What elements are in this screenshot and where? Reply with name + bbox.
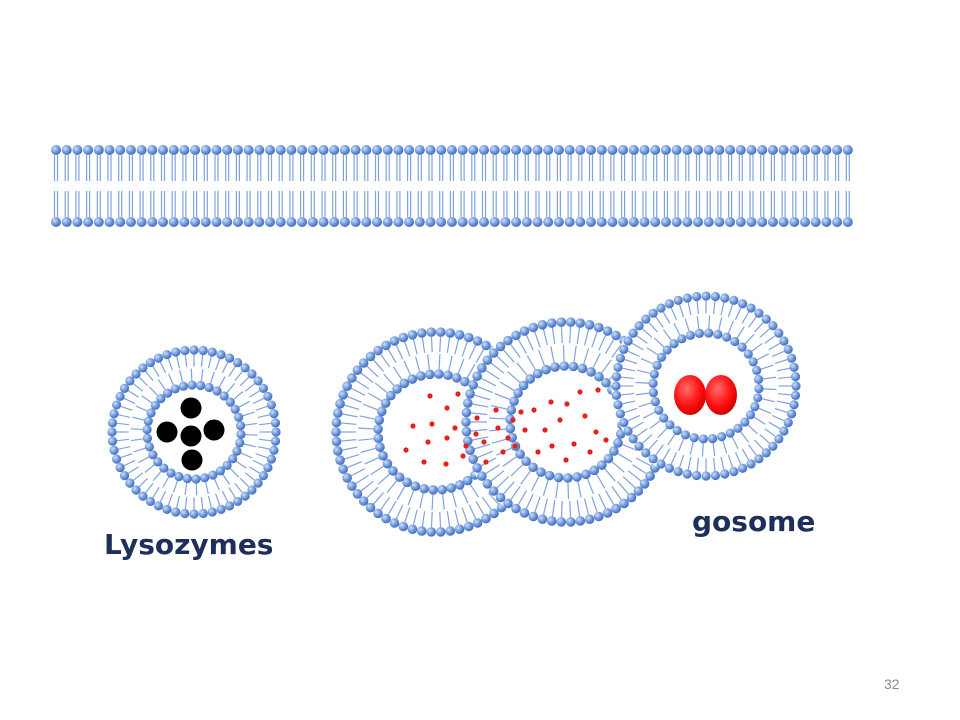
dissolved-particle xyxy=(474,415,480,421)
dissolved-particle xyxy=(564,401,570,407)
dissolved-particle xyxy=(535,449,541,455)
lysozyme-dot xyxy=(180,425,202,447)
dissolved-particle xyxy=(577,389,583,395)
dissolved-particle xyxy=(557,417,563,423)
dissolved-particle xyxy=(429,421,435,427)
phagosome-vesicle xyxy=(611,291,801,481)
bacterium-cell-left xyxy=(674,375,706,415)
dissolved-particle xyxy=(452,425,458,431)
dissolved-particle xyxy=(603,437,609,443)
bacterium-icon xyxy=(674,375,737,415)
lysozyme-dot xyxy=(203,419,225,441)
dissolved-particle xyxy=(505,435,511,441)
lysozymes-label: Lysozymes xyxy=(104,528,274,561)
dissolved-particle xyxy=(518,409,524,415)
dissolved-particle xyxy=(587,449,593,455)
dissolved-particle xyxy=(542,427,548,433)
dissolved-particle xyxy=(571,441,577,447)
dissolved-particle xyxy=(522,427,528,433)
dissolved-particle xyxy=(473,431,479,437)
dissolved-particle xyxy=(595,387,601,393)
dissolved-particle xyxy=(425,439,431,445)
lysozyme-dot xyxy=(180,397,202,419)
dissolved-particle xyxy=(512,443,518,449)
dissolved-particle xyxy=(443,461,449,467)
dissolved-particle xyxy=(549,443,555,449)
dissolved-particle xyxy=(460,453,466,459)
dissolved-particle xyxy=(593,429,599,435)
dissolved-particle xyxy=(495,425,501,431)
dissolved-particle xyxy=(410,423,416,429)
lysozyme-dot xyxy=(156,421,178,443)
dissolved-particle xyxy=(481,439,487,445)
dissolved-particle xyxy=(463,443,469,449)
lysozyme-dots xyxy=(156,397,225,471)
dissolved-particle xyxy=(455,391,461,397)
slide-number: 32 xyxy=(884,676,900,692)
bacterium-cell-right xyxy=(705,375,737,415)
dissolved-particle xyxy=(510,417,516,423)
dissolved-particle xyxy=(500,449,506,455)
dissolved-particle xyxy=(563,457,569,463)
dissolved-particle xyxy=(444,435,450,441)
dissolved-particle xyxy=(582,413,588,419)
dissolved-particle xyxy=(403,447,409,453)
lysozyme-dot xyxy=(181,449,203,471)
dissolved-particle xyxy=(427,393,433,399)
plasma-membrane-bilayer xyxy=(51,145,853,227)
dissolved-particle xyxy=(493,407,499,413)
dissolved-particle xyxy=(531,407,537,413)
dissolved-particle xyxy=(421,459,427,465)
phagosome-label: gosome xyxy=(692,505,816,538)
dissolved-particles xyxy=(403,387,609,467)
dissolved-particle xyxy=(444,405,450,411)
dissolved-particle xyxy=(548,399,554,405)
dissolved-particle xyxy=(483,459,489,465)
